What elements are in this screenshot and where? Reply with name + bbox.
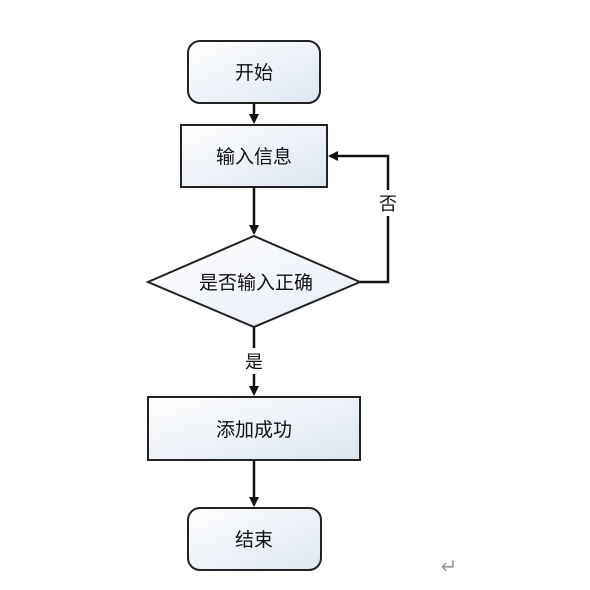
decision-label: 是否输入正确 [199,272,313,294]
edge-no-loop [328,151,390,284]
input-node [180,124,328,188]
paragraph-mark-icon: ↵ [441,554,458,578]
start-label: 开始 [235,62,273,84]
success-label: 添加成功 [216,419,292,441]
yes-label: 是 [245,352,263,373]
no-label: 否 [379,194,397,215]
end-label: 结束 [235,529,273,551]
no-label-bg [377,190,399,216]
success-node [147,396,361,461]
yes-label-bg [243,348,265,374]
input-label: 输入信息 [216,146,292,168]
end-node [187,507,322,571]
